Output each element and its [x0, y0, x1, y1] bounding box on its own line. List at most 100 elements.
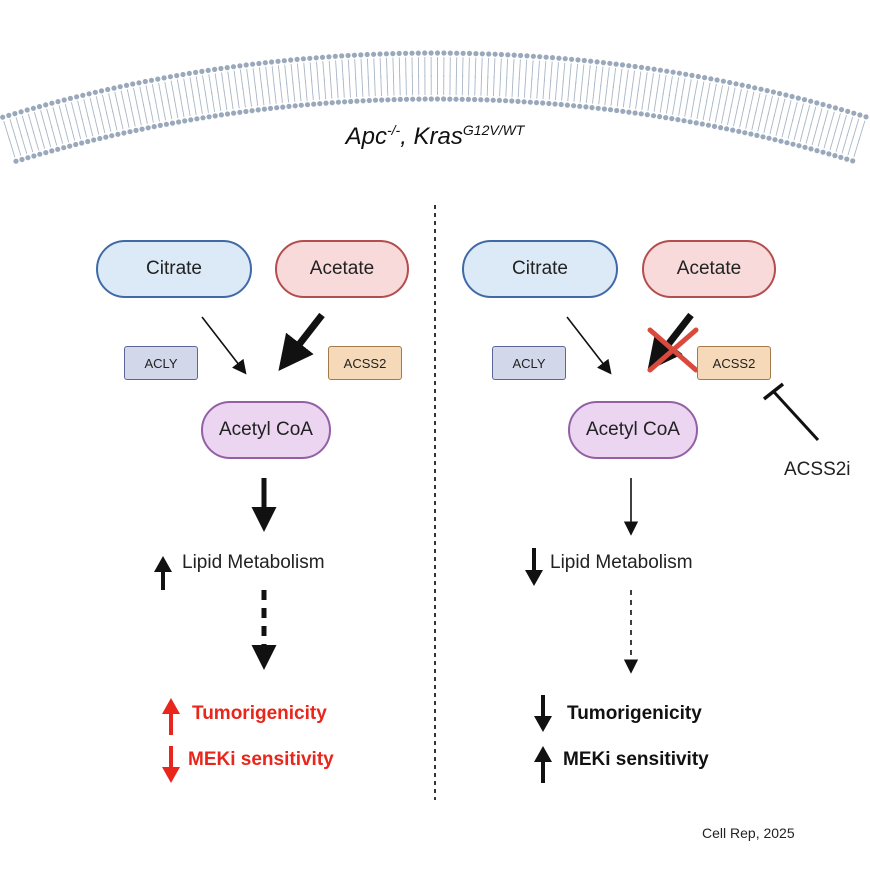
- membrane-head: [169, 120, 176, 126]
- membrane-tail: [554, 80, 558, 101]
- membrane-tail: [290, 63, 294, 84]
- membrane-head: [530, 53, 537, 59]
- membrane-head: [123, 82, 130, 88]
- membrane-tail: [714, 102, 720, 123]
- membrane-head: [498, 51, 504, 58]
- membrane-head: [699, 121, 705, 127]
- membrane-head: [335, 99, 341, 105]
- membrane-tail: [217, 91, 222, 112]
- membrane-tail: [176, 79, 182, 100]
- membrane-tail: [354, 59, 357, 80]
- left-acetate-to-acetylcoa-arrow: [278, 312, 325, 372]
- membrane-tail: [530, 78, 533, 99]
- membrane-tail: [575, 63, 579, 84]
- membrane-tail: [286, 82, 290, 103]
- membrane-tail: [221, 72, 225, 93]
- membrane-tail: [342, 77, 345, 98]
- membrane-head: [465, 96, 471, 102]
- membrane-head: [36, 104, 43, 110]
- membrane-head: [434, 50, 441, 56]
- right-acly-label: ACLY: [512, 355, 546, 371]
- membrane-tail: [233, 70, 238, 91]
- membrane-tail: [616, 86, 621, 107]
- membrane-head: [358, 52, 364, 58]
- membrane-head: [67, 95, 73, 101]
- membrane-head: [136, 80, 142, 86]
- membrane-head: [98, 88, 105, 94]
- membrane-tail: [77, 100, 83, 121]
- membrane-head: [796, 143, 802, 149]
- acss2i-inhibitor-label: ACSS2i: [784, 459, 851, 480]
- membrane-head: [801, 97, 808, 103]
- membrane-head: [650, 113, 657, 119]
- membrane-head: [515, 98, 521, 104]
- membrane-head: [292, 103, 298, 109]
- membrane-head: [49, 100, 55, 106]
- membrane-head: [808, 146, 814, 152]
- membrane-tail: [379, 57, 382, 79]
- membrane-tail: [773, 97, 780, 117]
- membrane-head: [626, 63, 632, 69]
- membrane-head: [391, 97, 397, 103]
- membrane-head: [484, 97, 490, 103]
- membrane-head: [133, 127, 139, 133]
- membrane-tail: [214, 73, 219, 94]
- membrane-tail: [38, 129, 46, 149]
- membrane-tail: [40, 110, 47, 130]
- membrane-tail: [573, 81, 577, 102]
- membrane-tail: [284, 64, 288, 85]
- membrane-tail: [170, 80, 176, 101]
- membrane-tail: [847, 135, 855, 156]
- membrane-tail: [161, 100, 167, 121]
- membrane-tail: [720, 104, 726, 124]
- membrane-head: [503, 98, 509, 104]
- membrane-head: [826, 103, 832, 109]
- membrane-head: [410, 96, 416, 102]
- left-acss2-enzyme: ACSS2: [328, 346, 402, 380]
- membrane-tail: [271, 65, 275, 86]
- membrane-tail: [309, 62, 313, 83]
- membrane-tail: [647, 90, 652, 111]
- membrane-head: [416, 96, 422, 102]
- membrane-head: [802, 144, 808, 150]
- membrane-tail: [678, 95, 683, 116]
- membrane-tail: [550, 61, 553, 82]
- membrane-tail: [625, 69, 629, 90]
- membrane-head: [533, 100, 540, 106]
- membrane-tail: [229, 89, 234, 110]
- membrane-tail: [386, 57, 388, 78]
- membrane-tail: [757, 111, 763, 132]
- membrane-head: [644, 112, 650, 118]
- membrane-tail: [246, 68, 250, 89]
- membrane-head: [505, 52, 511, 58]
- membrane-tail: [380, 75, 382, 97]
- membrane-tail: [705, 82, 711, 103]
- membrane-tail: [536, 78, 539, 99]
- membrane-head: [161, 75, 167, 81]
- membrane-head: [188, 117, 194, 123]
- membrane-head: [199, 68, 205, 74]
- membrane-tail: [829, 130, 836, 151]
- membrane-tail: [64, 103, 71, 124]
- membrane-tail: [33, 111, 41, 132]
- membrane-head: [262, 60, 268, 66]
- membrane-head: [92, 89, 98, 95]
- membrane-head: [371, 51, 377, 57]
- membrane-head: [687, 119, 693, 125]
- membrane-head: [224, 65, 230, 71]
- membrane-tail: [853, 137, 861, 158]
- membrane-head: [148, 77, 155, 83]
- right-lipid-metabolism-label: Lipid Metabolism: [550, 552, 693, 573]
- membrane-tail: [261, 85, 265, 106]
- membrane-tail: [568, 63, 572, 84]
- membrane-head: [754, 132, 760, 138]
- membrane-tail: [360, 58, 363, 79]
- membrane-tail: [208, 74, 213, 95]
- membrane-tail: [612, 67, 617, 88]
- membrane-tail: [736, 88, 742, 109]
- right-acetyl-coa-node: Acetyl CoA: [568, 401, 698, 459]
- membrane-head: [454, 50, 460, 56]
- membrane-head: [43, 102, 49, 108]
- membrane-head: [814, 100, 820, 106]
- membrane-head: [304, 102, 311, 108]
